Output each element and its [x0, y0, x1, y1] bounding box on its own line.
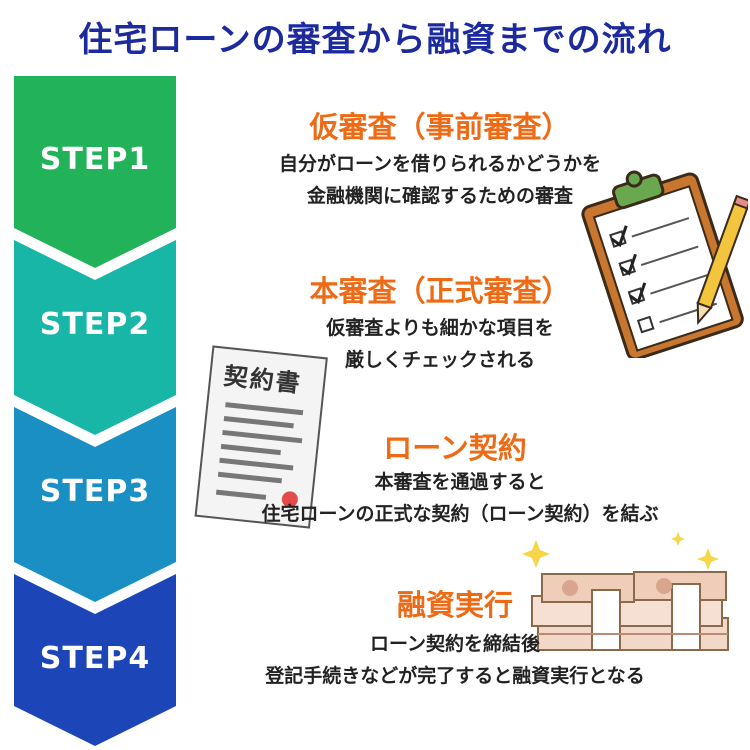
step1-line-1: 自分がローンを借りられるかどうかを — [278, 153, 602, 175]
step4-line-2: 登記手続きなどが完了すると融資実行となる — [265, 665, 645, 687]
step1-label: STEP1 — [39, 142, 151, 177]
step4-heading: 融資実行 — [396, 588, 513, 622]
step2-line-1: 仮審査よりも細かな項目を — [326, 317, 554, 339]
money-bundles-icon — [522, 532, 729, 651]
step3-label: STEP3 — [39, 474, 151, 509]
step4-description: ローン契約を締結後 登記手続きなどが完了すると融資実行となる — [200, 628, 710, 692]
step1-heading: 仮審査（事前審査） — [309, 110, 571, 144]
sparkle-icon — [522, 532, 719, 570]
step1-line-2: 金融機関に確認するための審査 — [306, 185, 573, 207]
step4-line-1: ローン契約を締結後 — [369, 633, 541, 655]
step3-description: 本審査を通過すると 住宅ローンの正式な契約（ローン契約）を結ぶ — [190, 466, 730, 530]
step2-label: STEP2 — [39, 307, 151, 342]
step2-line-2: 厳しくチェックされる — [344, 349, 535, 371]
page-title: 住宅ローンの審査から融資までの流れ — [78, 20, 672, 60]
step1-arrow — [14, 76, 176, 268]
step3-line-1: 本審査を通過すると — [374, 471, 546, 493]
contract-document-icon — [194, 345, 328, 529]
step-arrows — [14, 76, 176, 746]
step2-heading: 本審査（正式審査） — [309, 274, 571, 308]
clipboard-checklist-icon — [581, 170, 748, 358]
step3-line-2: 住宅ローンの正式な契約（ローン契約）を結ぶ — [261, 503, 659, 525]
step2-arrow — [14, 240, 176, 435]
step4-arrow — [14, 574, 176, 746]
step1-description: 自分がローンを借りられるかどうかを 金融機関に確認するための審査 — [210, 148, 670, 212]
step3-arrow — [14, 407, 176, 602]
step4-label: STEP4 — [39, 641, 151, 676]
pencil-icon — [696, 194, 748, 326]
step2-description: 仮審査よりも細かな項目を 厳しくチェックされる — [230, 312, 650, 376]
step3-heading: ローン契約 — [383, 431, 527, 465]
